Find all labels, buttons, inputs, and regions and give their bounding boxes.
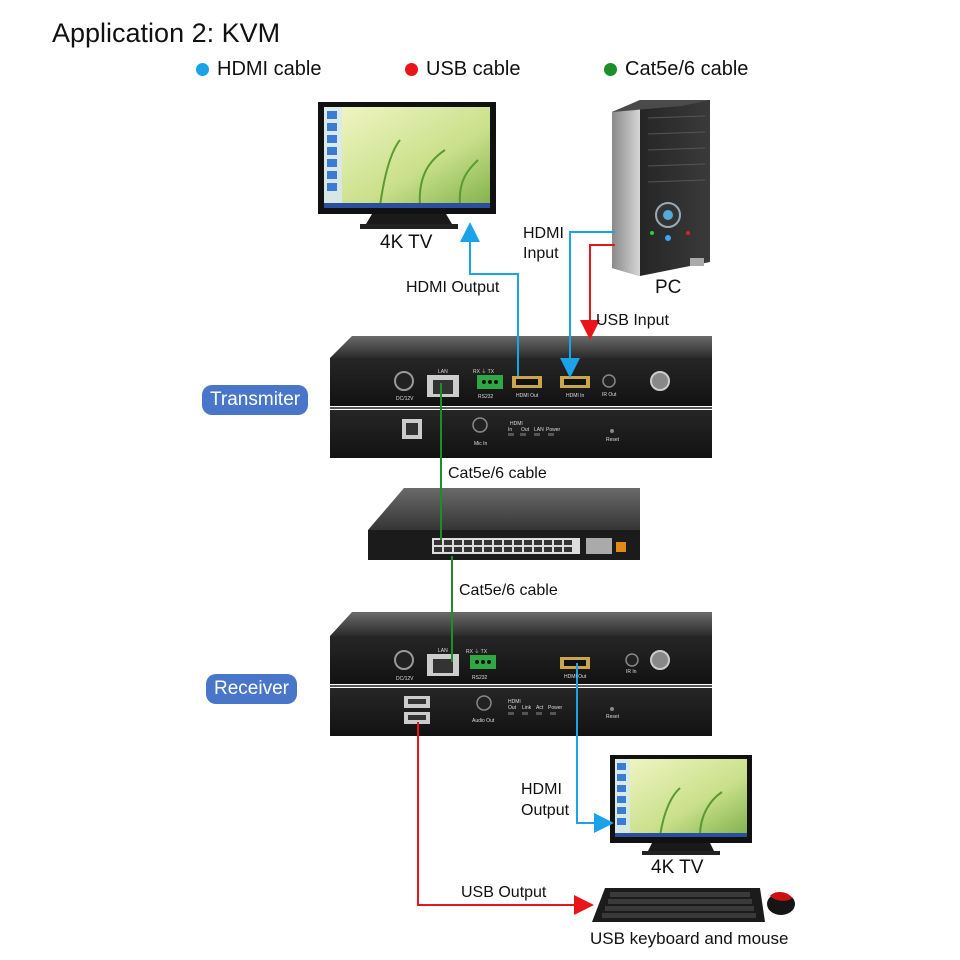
hdmi-input-label-line1: HDMI bbox=[523, 225, 564, 242]
hdmi-input-label-line2: Input bbox=[523, 245, 559, 262]
tx-port-lan: LAN bbox=[438, 369, 448, 375]
tx-port-in-led: In bbox=[508, 427, 512, 433]
tx-port-mic: Mic In bbox=[474, 441, 488, 447]
rx-rs232-pins: RX ⏚ TX bbox=[466, 648, 488, 655]
tx-port-rs232: RS232 bbox=[478, 394, 494, 400]
hdmi-cable-pc-to-tx bbox=[560, 231, 615, 378]
tv-bottom bbox=[610, 755, 752, 855]
legend-dot-cat bbox=[604, 63, 617, 76]
hdmi-output-top-label: HDMI Output bbox=[406, 279, 500, 296]
usb-cable-rx-to-keyboard bbox=[417, 722, 594, 915]
transmitter-badge: Transmiter bbox=[202, 385, 309, 415]
rx-port-reset: Reset bbox=[606, 714, 620, 720]
tx-port-ir-out: IR Out bbox=[602, 392, 617, 398]
keyboard-mouse-label: USB keyboard and mouse bbox=[590, 929, 789, 948]
rx-port-ir-in: IR In bbox=[626, 669, 637, 675]
tx-port-reset: Reset bbox=[606, 437, 620, 443]
rx-port-dc: DC/12V bbox=[396, 676, 414, 682]
tv-top-label: 4K TV bbox=[380, 232, 433, 253]
tv-bottom-label: 4K TV bbox=[651, 857, 704, 878]
tv-top bbox=[318, 102, 496, 229]
tx-port-out-led: Out bbox=[521, 427, 530, 433]
network-switch bbox=[368, 488, 640, 560]
legend-item-usb: USB cable bbox=[405, 58, 521, 81]
legend-dot-usb bbox=[405, 63, 418, 76]
cat-cable-bottom-label: Cat5e/6 cable bbox=[459, 582, 558, 599]
pc-tower bbox=[612, 100, 710, 276]
rx-port-out-led: Out bbox=[508, 705, 517, 711]
hdmi-cable-tx-to-tv bbox=[460, 222, 519, 376]
tx-port-lan-led: LAN bbox=[534, 427, 544, 433]
tx-port-hdmi-led: HDMI bbox=[510, 421, 523, 427]
receiver-badge: Receiver bbox=[206, 674, 297, 704]
rx-port-labels: DC/12V LAN RS232 HDMI Out IR In Audio Ou… bbox=[396, 648, 637, 724]
transmitter-unit bbox=[330, 336, 712, 458]
legend-label-cat: Cat5e/6 cable bbox=[625, 58, 749, 80]
rx-port-link-led: Link bbox=[522, 705, 532, 711]
usb-cable-pc-to-tx bbox=[580, 244, 615, 340]
tx-port-power-led: Power bbox=[546, 427, 561, 433]
hdmi-output-bottom-label-line2: Output bbox=[521, 802, 570, 819]
keyboard-mouse bbox=[592, 888, 795, 922]
rx-port-power-led: Power bbox=[548, 705, 563, 711]
tx-port-hdmi-in: HDMI In bbox=[566, 393, 585, 399]
hdmi-output-bottom-label-line1: HDMI bbox=[521, 781, 562, 798]
tx-port-dc: DC/12V bbox=[396, 396, 414, 402]
usb-output-label: USB Output bbox=[461, 884, 547, 901]
legend-label-usb: USB cable bbox=[426, 58, 521, 80]
tx-port-labels: DC/12V LAN RS232 HDMI Out HDMI In IR Out… bbox=[396, 368, 620, 447]
cat-cable-top-label: Cat5e/6 cable bbox=[448, 465, 547, 482]
tx-rs232-pins: RX ⏚ TX bbox=[473, 368, 495, 375]
page-title: Application 2: KVM bbox=[52, 18, 281, 48]
rx-port-act-led: Act bbox=[536, 705, 544, 711]
legend-label-hdmi: HDMI cable bbox=[217, 58, 322, 80]
rx-port-hdmi-out: HDMI Out bbox=[564, 674, 587, 680]
pc-label: PC bbox=[655, 277, 682, 298]
rx-port-hdmi-led: HDMI bbox=[508, 699, 521, 705]
rx-port-rs232: RS232 bbox=[472, 675, 488, 681]
tx-port-hdmi-out: HDMI Out bbox=[516, 393, 539, 399]
usb-input-label: USB Input bbox=[596, 312, 669, 329]
rx-port-lan: LAN bbox=[438, 648, 448, 654]
legend-item-hdmi: HDMI cable bbox=[196, 58, 321, 81]
hdmi-cable-rx-to-tv bbox=[576, 663, 614, 833]
legend-dot-hdmi bbox=[196, 63, 209, 76]
receiver-unit bbox=[330, 612, 712, 736]
legend-item-cat: Cat5e/6 cable bbox=[604, 58, 748, 81]
rx-port-audio-out: Audio Out bbox=[472, 718, 495, 724]
